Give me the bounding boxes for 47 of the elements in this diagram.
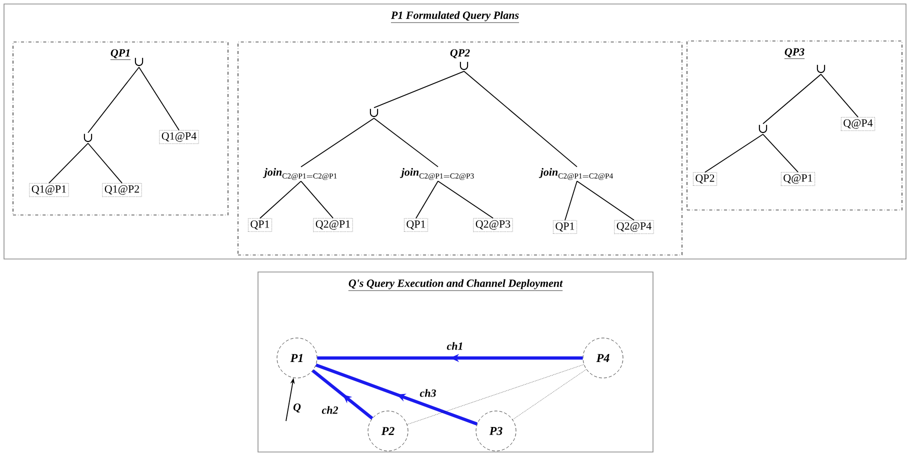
edge-label: ch1 [446, 342, 462, 350]
relation-box: Q@P1 [780, 172, 816, 186]
tree-branch [138, 66, 180, 131]
edge-label: ch2 [322, 406, 338, 414]
tree-branch [464, 70, 578, 168]
relation-box: Q2@P1 [313, 218, 353, 232]
join-operator: $\textbf{\textit{join}}_{\mathrm{C2@P1 = C2@P1}}$ [262, 168, 337, 180]
tree-branch [762, 134, 798, 173]
channel-arrow [315, 363, 478, 426]
tree-branch [704, 134, 764, 173]
union-operator: ∪ [84, 134, 92, 142]
union-operator: ∪ [460, 62, 468, 70]
relation-box: Q1@P2 [102, 183, 142, 197]
relation-box: Q2@P3 [473, 218, 513, 232]
join-operator: $\textbf{\textit{join}}_{\mathrm{C2@P1 = C2@P3}}$ [400, 168, 474, 180]
tree-branch [374, 70, 464, 108]
tree-branch [88, 142, 122, 184]
tree-branch [416, 180, 438, 219]
union-operator: ∪ [134, 58, 144, 66]
relation-box: QP2 [693, 172, 717, 186]
edge-label: ch3 [420, 389, 436, 397]
union-operator: ∪ [370, 108, 378, 118]
union-operator: ∪ [816, 64, 826, 74]
tree-branch [260, 180, 302, 219]
union-operator: ∪ [758, 124, 768, 134]
tree-branch [374, 118, 438, 168]
tree-branch [438, 180, 494, 219]
relation-box: QP1 [248, 218, 272, 232]
link-line [406, 364, 584, 425]
relation-box: QP1 [553, 220, 577, 234]
tree-branch [300, 180, 334, 219]
relation-box: Q1@P1 [29, 183, 69, 197]
relation-box: Q@P4 [840, 117, 876, 131]
relation-box: Q1@P4 [159, 130, 199, 144]
relation-box: QP1 [404, 218, 428, 232]
tree-branch [564, 180, 578, 221]
tree-branch [300, 118, 374, 168]
tree-branch [88, 66, 140, 134]
edge-label: Q [293, 403, 301, 413]
join-operator: $\textbf{\textit{join}}_{\mathrm{C2@P1 = C2@P4}}$ [538, 168, 614, 180]
relation-box: Q2@P4 [614, 220, 654, 234]
tree-branch [820, 74, 858, 118]
tree-branch [48, 142, 88, 184]
link-line [512, 369, 587, 420]
tree-branch [576, 180, 634, 221]
channel-arrow [312, 369, 374, 420]
tree-branch [762, 74, 822, 124]
